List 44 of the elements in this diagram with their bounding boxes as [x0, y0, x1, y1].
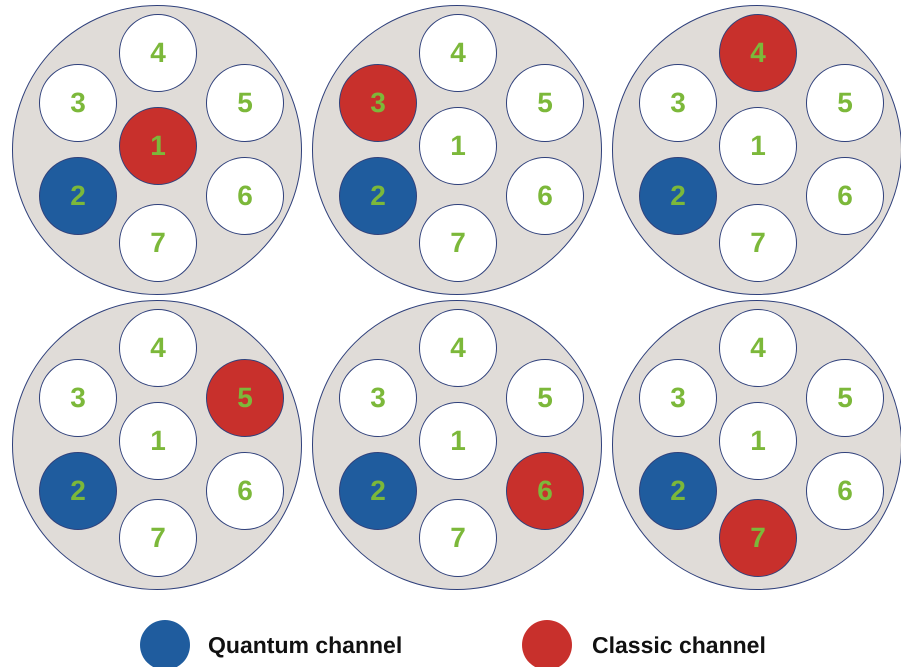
core-circle: 3: [639, 64, 717, 142]
core-circle: 6: [806, 157, 884, 235]
core-circle: 5: [506, 64, 584, 142]
core-circle: 5: [806, 64, 884, 142]
legend-label: Classic channel: [592, 632, 766, 659]
core-circle: 7: [719, 499, 797, 577]
core-circle: 4: [719, 309, 797, 387]
core-circle: 2: [39, 157, 117, 235]
core-circle: 7: [419, 499, 497, 577]
core-circle: 6: [206, 452, 284, 530]
core-circle: 7: [419, 204, 497, 282]
core-circle: 2: [339, 452, 417, 530]
core-circle: 2: [339, 157, 417, 235]
core-circle: 5: [206, 359, 284, 437]
core-circle: 7: [719, 204, 797, 282]
core-circle: 3: [39, 359, 117, 437]
core-circle: 3: [339, 359, 417, 437]
core-circle: 5: [806, 359, 884, 437]
core-circle: 2: [639, 157, 717, 235]
core-circle: 5: [506, 359, 584, 437]
core-circle: 1: [419, 402, 497, 480]
core-circle: 7: [119, 204, 197, 282]
core-circle: 2: [639, 452, 717, 530]
core-circle: 4: [419, 309, 497, 387]
core-circle: 6: [206, 157, 284, 235]
core-circle: 1: [719, 402, 797, 480]
core-circle: 4: [419, 14, 497, 92]
core-circle: 3: [639, 359, 717, 437]
core-circle: 6: [506, 157, 584, 235]
core-circle: 1: [419, 107, 497, 185]
core-circle: 6: [806, 452, 884, 530]
core-circle: 1: [119, 402, 197, 480]
core-circle: 2: [39, 452, 117, 530]
legend-label: Quantum channel: [208, 632, 402, 659]
core-circle: 1: [719, 107, 797, 185]
core-circle: 1: [119, 107, 197, 185]
core-circle: 5: [206, 64, 284, 142]
core-circle: 3: [39, 64, 117, 142]
core-circle: 6: [506, 452, 584, 530]
core-circle: 7: [119, 499, 197, 577]
core-circle: 4: [119, 14, 197, 92]
core-circle: 4: [119, 309, 197, 387]
core-circle: 3: [339, 64, 417, 142]
core-circle: 4: [719, 14, 797, 92]
